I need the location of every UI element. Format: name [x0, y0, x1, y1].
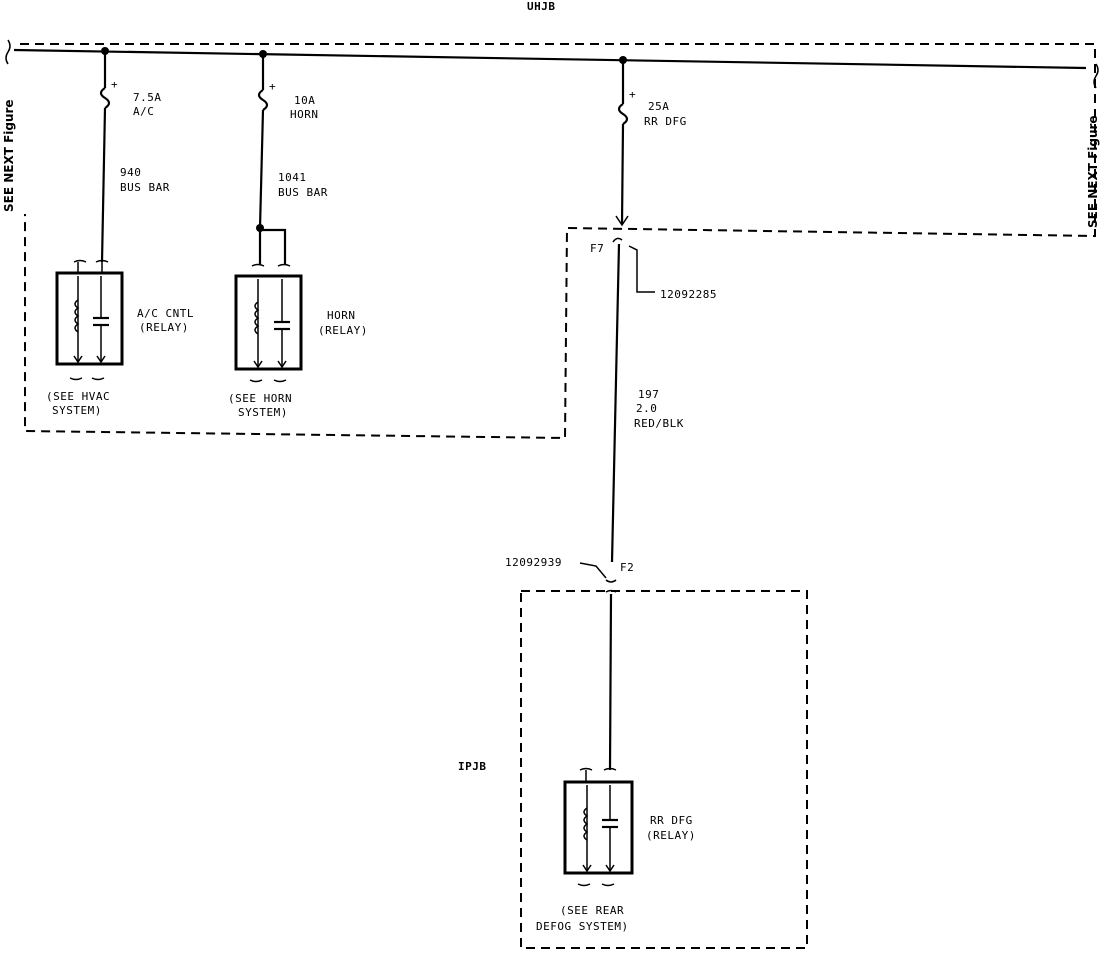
- wire-940-number: 940: [120, 166, 141, 179]
- relay-rrdfg-name-2: (RELAY): [646, 829, 696, 842]
- wire-1041-label: BUS BAR: [278, 186, 328, 199]
- right-break-mark: [1093, 63, 1099, 89]
- relay-horn-name-1: HORN: [327, 309, 356, 322]
- wire-940-label: BUS BAR: [120, 181, 170, 194]
- uhjb-label: UHJB: [527, 0, 556, 13]
- relay-rrdfg-ref-1: (SEE REAR: [560, 904, 624, 917]
- fuse-ac: + 7.5A A/C: [99, 51, 162, 263]
- relay-rrdfg-ref-2: DEFOG SYSTEM): [536, 920, 629, 933]
- relay-ac-name-2: (RELAY): [139, 321, 189, 334]
- fuse-rrdfg-name: RR DFG: [644, 115, 687, 128]
- uhjb-boundary: [20, 43, 1096, 440]
- left-edge-label: SEE NEXT Figure: [2, 99, 16, 212]
- relay-ac-cntl: A/C CNTL (RELAY) (SEE HVAC SYSTEM): [46, 259, 194, 417]
- connector-f2-pin: F2: [620, 561, 634, 574]
- svg-text:+: +: [629, 88, 636, 101]
- relay-rrdfg-name-1: RR DFG: [650, 814, 693, 827]
- wire-197-number: 197: [638, 388, 659, 401]
- ipjb-boundary: [520, 590, 808, 949]
- svg-text:+: +: [269, 80, 276, 93]
- connector-f7-pin: F7: [590, 242, 604, 255]
- ipjb-label: IPJB: [458, 760, 487, 773]
- connector-f7: F7 12092285: [590, 237, 717, 301]
- bus-bar: [13, 48, 1087, 70]
- fuse-horn: + 10A HORN: [257, 54, 319, 229]
- wire-rrdfg-relay-feed: [608, 593, 613, 771]
- connector-f2-part: 12092939: [505, 556, 562, 569]
- wire-197-color: RED/BLK: [634, 417, 684, 430]
- connector-f7-part: 12092285: [660, 288, 717, 301]
- fuse-rrdfg: + 25A RR DFG: [615, 60, 687, 227]
- wire-197-gauge: 2.0: [636, 402, 657, 415]
- relay-ac-ref-2: SYSTEM): [52, 404, 102, 417]
- horn-split-wire: [258, 228, 287, 264]
- fuse-horn-name: HORN: [290, 108, 319, 121]
- relay-horn-ref-1: (SEE HORN: [228, 392, 292, 405]
- relay-ac-ref-1: (SEE HVAC: [46, 390, 110, 403]
- relay-rr-dfg: RR DFG (RELAY) (SEE REAR DEFOG SYSTEM): [536, 767, 696, 933]
- wire-1041-number: 1041: [278, 171, 307, 184]
- fuse-rrdfg-rating: 25A: [648, 100, 669, 113]
- relay-horn: HORN (RELAY) (SEE HORN SYSTEM): [228, 263, 368, 419]
- connector-f2: 12092939 F2: [505, 556, 634, 593]
- right-edge-label: SEE NEXT Figure: [1086, 115, 1100, 228]
- fuse-horn-rating: 10A: [294, 94, 315, 107]
- svg-text:+: +: [111, 78, 118, 91]
- wire-197: [610, 243, 621, 563]
- fuse-ac-rating: 7.5A: [133, 91, 162, 104]
- left-break-mark: [5, 39, 11, 65]
- relay-horn-name-2: (RELAY): [318, 324, 368, 337]
- relay-ac-name-1: A/C CNTL: [137, 307, 194, 320]
- relay-horn-ref-2: SYSTEM): [238, 406, 288, 419]
- fuse-ac-name: A/C: [133, 105, 154, 118]
